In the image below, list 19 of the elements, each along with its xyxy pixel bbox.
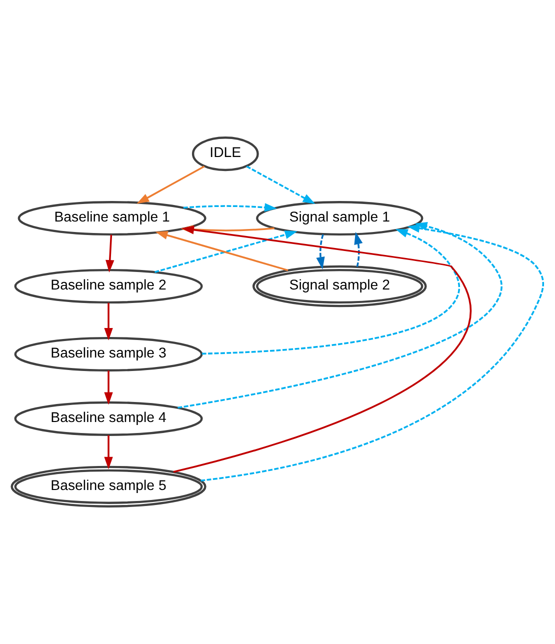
- arrow: [246, 166, 316, 204]
- arrow: [104, 302, 113, 340]
- node-ellipse: Baseline sample 2: [14, 268, 203, 304]
- arrow: [106, 234, 114, 272]
- arrow: [200, 224, 544, 482]
- node-ellipse: Baseline sample 4: [14, 401, 203, 436]
- node-ellipse: Signal sample 2: [252, 265, 427, 308]
- node-ellipse: Baseline sample 5: [10, 466, 206, 508]
- arrow: [202, 229, 460, 355]
- node-ellipse: Signal sample 1: [256, 200, 424, 236]
- arrow: [104, 435, 113, 470]
- arrow: [178, 222, 502, 409]
- arrow: [354, 232, 363, 267]
- arrow: [316, 234, 325, 270]
- arrow: [136, 166, 205, 204]
- arrow: [104, 370, 113, 405]
- node-ellipse: Baseline sample 3: [14, 336, 203, 372]
- arrow: [183, 203, 277, 212]
- node-ellipse: IDLE: [192, 136, 259, 172]
